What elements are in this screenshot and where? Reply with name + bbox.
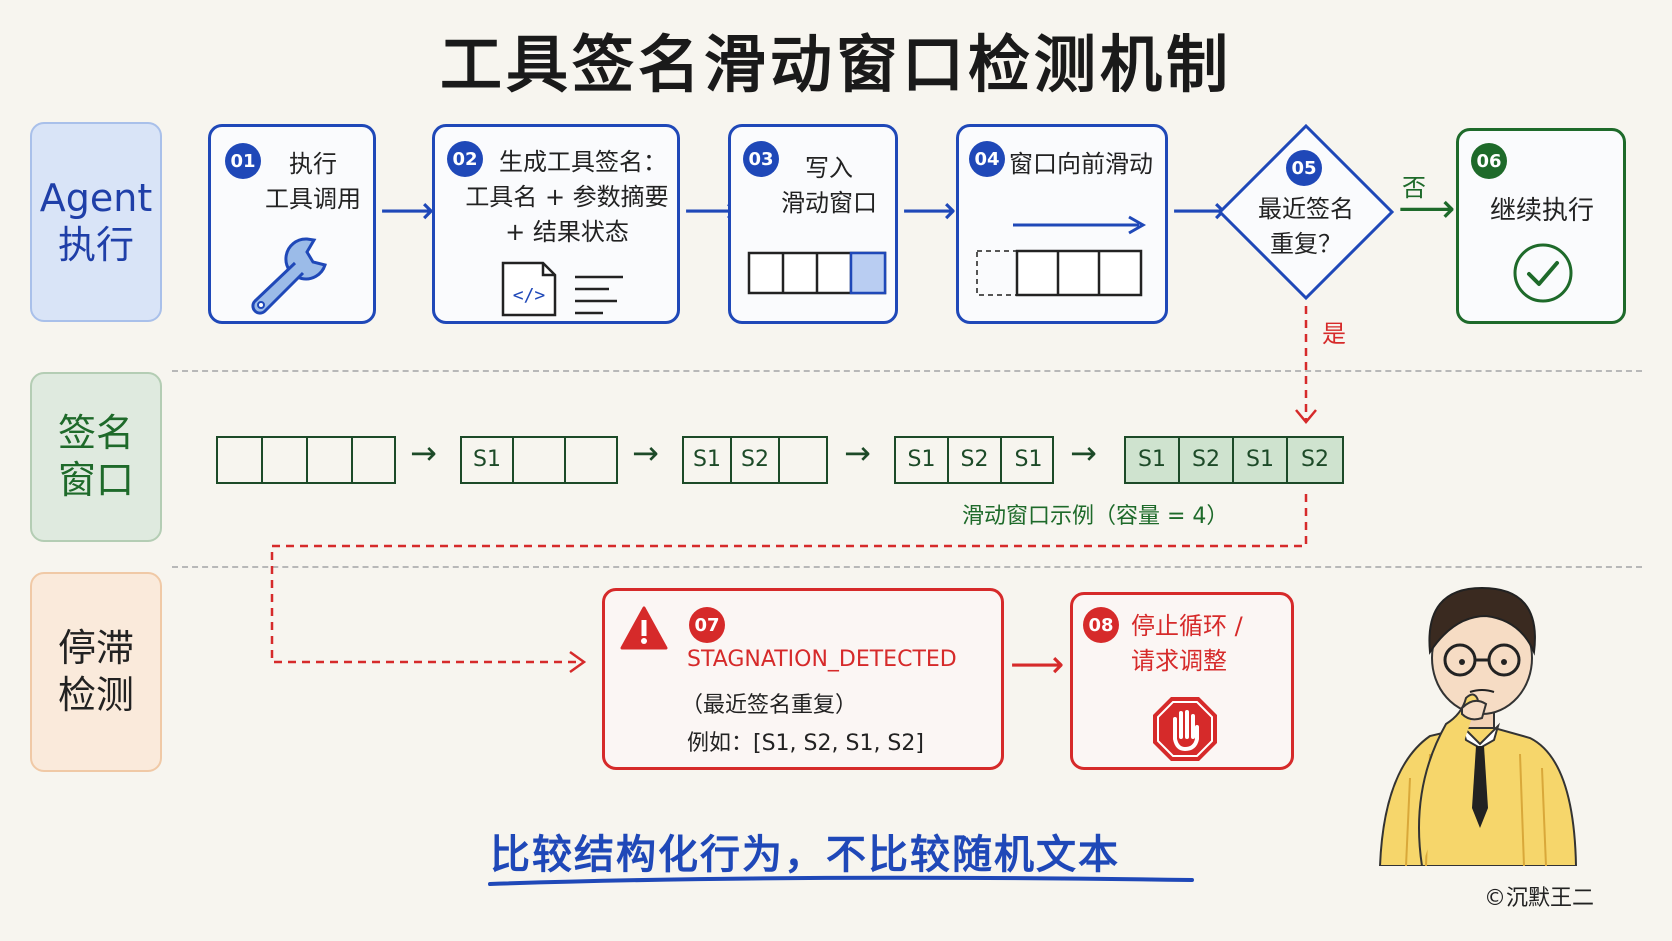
decision-diamond-icon [1217, 123, 1395, 301]
window-cell [514, 438, 566, 482]
svg-text:</>: </> [513, 285, 546, 306]
footer-slogan: 比较结构化行为，不比较随机文本 [490, 832, 1120, 878]
arrow-right-icon: → [1070, 434, 1097, 472]
step-text-line: + 结果状态 [505, 217, 629, 246]
arrow-right-icon: ⟶ [1172, 188, 1227, 232]
step-text-line: 滑动窗口 [781, 188, 877, 217]
arrow-right-icon: → [632, 434, 659, 472]
window-cell: S2 [949, 438, 1002, 482]
window-caption: 滑动窗口示例（容量 = 4） [962, 504, 1229, 529]
stop-text-line: 请求调整 [1131, 646, 1227, 675]
window-slide-icon [976, 215, 1147, 297]
window-state-1 [216, 436, 396, 484]
step-text-line: 工具调用 [265, 184, 361, 213]
step-number: 03 [743, 141, 779, 177]
step-01-box: 01 执行 工具调用 [208, 124, 376, 324]
step-text-line: 重复？ [1270, 229, 1342, 258]
check-circle-icon [1513, 243, 1573, 303]
step-text-line: 执行 [289, 150, 337, 178]
window-cell: S2 [1180, 438, 1234, 482]
arrow-right-icon: → [844, 434, 871, 472]
window-cell: S2 [732, 438, 780, 482]
window-cell [308, 438, 353, 482]
lane-label-line-2: 窗口 [57, 458, 134, 502]
wrench-icon [251, 237, 327, 315]
stop-hand-icon [1153, 697, 1217, 761]
step-number: 06 [1471, 143, 1507, 179]
step-text-line: 写入 [805, 154, 853, 182]
window-cell: S1 [1126, 438, 1180, 482]
branch-yes-label: 是 [1322, 320, 1346, 348]
step-06-box: 06 继续执行 [1456, 128, 1626, 324]
detect-example: 例如：[S1, S2, S1, S2] [687, 731, 924, 756]
step-number: 07 [689, 607, 725, 643]
lane-signature-window: 签名 窗口 [30, 372, 162, 542]
step-04-box: 04 窗口向前滑动 [956, 124, 1168, 324]
branch-no-label: 否 [1402, 174, 1426, 202]
lane-divider [172, 370, 1642, 372]
page-title: 工具签名滑动窗口检测机制 [439, 28, 1232, 101]
step-number: 08 [1083, 607, 1119, 643]
thinking-person-illustration [1378, 586, 1578, 866]
detect-code: STAGNATION_DETECTED [687, 647, 957, 672]
underline-stroke [488, 875, 1194, 886]
window-cell [218, 438, 263, 482]
code-file-icon: </> [501, 261, 623, 317]
step-text-line: 继续执行 [1489, 196, 1594, 226]
credit-label: ©沉默王二 [1484, 886, 1595, 911]
window-cell: S2 [1301, 447, 1329, 472]
lane-agent-execution: Agent 执行 [30, 122, 162, 322]
window-cell: S1 [896, 438, 949, 482]
detect-description: （最近签名重复） [681, 693, 858, 718]
arrow-right-icon: ⟶ [1398, 186, 1456, 232]
lane-label-line-1: Agent [39, 175, 153, 220]
step-text-line: 窗口向前滑动 [1009, 150, 1153, 178]
step-number: 01 [225, 143, 261, 179]
arrow-right-icon: ⟶ [380, 188, 435, 232]
window-cell: S1 [1014, 447, 1043, 472]
lane-stagnation-detection: 停滞 检测 [30, 572, 162, 772]
window-cell [780, 438, 826, 482]
step-number: 04 [969, 141, 1005, 177]
window-cell: S1 [684, 438, 732, 482]
step-03-box: 03 写入 滑动窗口 [728, 124, 898, 324]
step-02-box: 02 生成工具签名： 工具名 + 参数摘要 + 结果状态 </> [432, 124, 680, 324]
window-cell: S1 [1234, 438, 1288, 482]
lane-label-line-1: 停滞 [57, 625, 134, 670]
lane-label-line-2: 执行 [57, 223, 134, 267]
window-cell: S1 [462, 438, 514, 482]
step-07-box: 07 STAGNATION_DETECTED （最近签名重复） 例如：[S1, … [602, 588, 1004, 770]
sliding-window-icon [747, 251, 887, 295]
window-cell [353, 438, 394, 482]
arrow-right-icon: → [410, 434, 437, 472]
window-state-2: S1 [460, 436, 618, 484]
stop-text-line: 停止循环 / [1131, 612, 1243, 640]
window-cell [566, 438, 616, 482]
warning-icon [620, 606, 668, 650]
lane-label-line-2: 检测 [57, 673, 134, 717]
step-number: 05 [1286, 150, 1322, 186]
lane-divider [172, 566, 1642, 568]
step-text-line: 最近签名 [1258, 195, 1354, 223]
lane-label-line-1: 签名 [57, 410, 134, 455]
step-08-box: 08 停止循环 / 请求调整 [1070, 592, 1294, 770]
step-text-line: 工具名 + 参数摘要 [465, 182, 669, 211]
arrow-right-icon: ⟶ [1010, 642, 1065, 686]
arrow-right-icon: ⟶ [902, 188, 957, 232]
step-number: 02 [447, 141, 483, 177]
window-cell [263, 438, 308, 482]
step-text-line: 生成工具签名： [499, 148, 667, 176]
